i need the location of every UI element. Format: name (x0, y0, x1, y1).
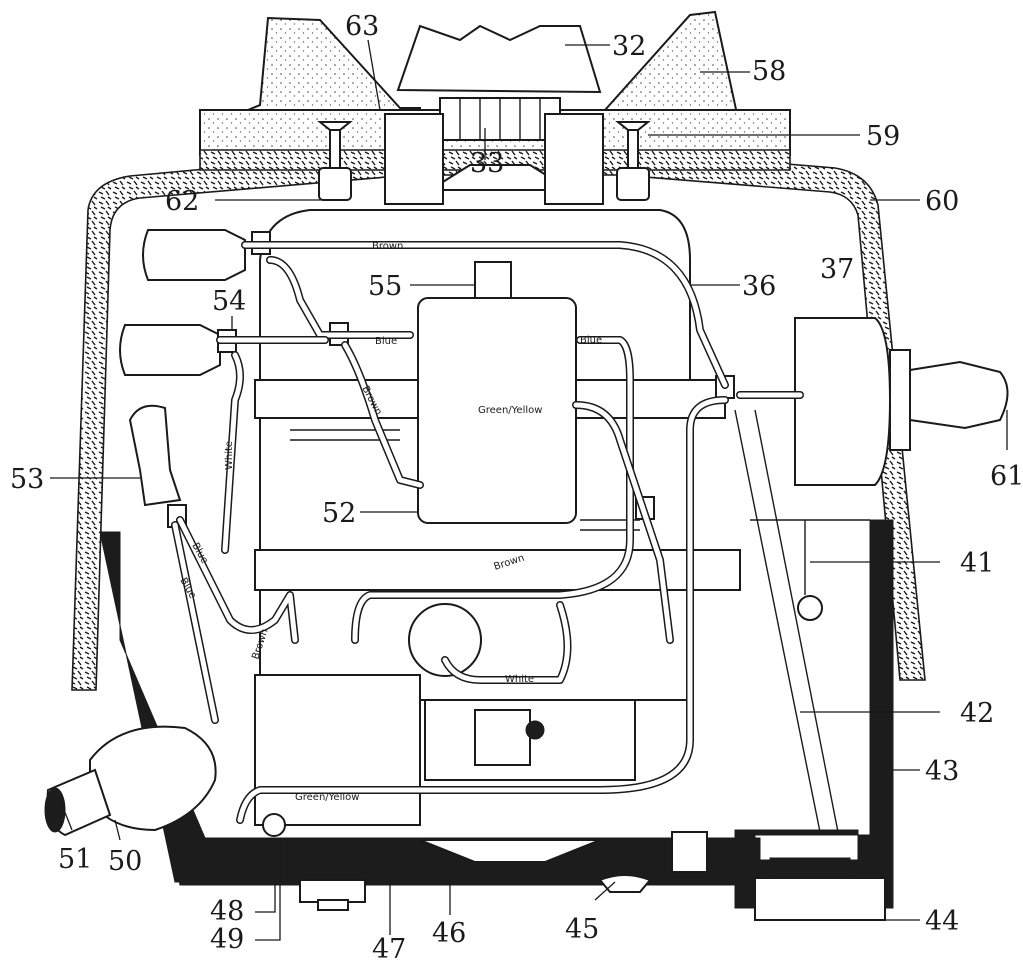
callout-54: 54 (212, 286, 246, 317)
callout-50: 50 (108, 846, 142, 877)
outer-housing (71, 149, 926, 691)
callout-55: 55 (368, 271, 402, 302)
capacitor-terminal (474, 261, 512, 299)
callout-62: 62 (165, 186, 199, 217)
wire-label-green-yellow-bottom: Green/Yellow (295, 792, 359, 803)
callout-51: 51 (58, 844, 92, 875)
lower-motor (254, 603, 636, 826)
wire-label-white-left: White (224, 441, 235, 470)
base (99, 531, 886, 921)
drive-coupling (396, 24, 602, 191)
callout-48: 48 (210, 896, 244, 927)
wire-label-green-yellow-box: Green/Yellow (478, 405, 542, 416)
left-boss (384, 113, 444, 205)
callout-43: 43 (925, 756, 959, 787)
wire-label-blue-53b: Blue (177, 576, 198, 601)
callout-52: 52 (322, 498, 356, 529)
callout-49: 49 (210, 924, 244, 955)
callout-47: 47 (372, 934, 406, 960)
callout-42: 42 (960, 698, 994, 729)
callout-61: 61 (990, 461, 1023, 492)
callout-45: 45 (565, 914, 599, 945)
right-boss (544, 113, 604, 205)
wiring (171, 241, 804, 824)
callout-32: 32 (612, 31, 646, 62)
callout-41: 41 (960, 548, 994, 579)
leader-lines (50, 39, 1008, 941)
callout-53: 53 (10, 464, 44, 495)
cord-strain-relief (44, 725, 217, 837)
callout-60: 60 (925, 186, 959, 217)
screw-right (615, 121, 651, 201)
wire-label-brown-top: Brown (372, 241, 403, 252)
callout-59: 59 (866, 121, 900, 152)
callout-44: 44 (925, 906, 959, 937)
callout-numbers: 63 32 58 59 33 62 60 55 36 37 54 61 53 5… (10, 11, 1023, 960)
wire-label-blue-left: Blue (375, 336, 397, 347)
callout-58: 58 (752, 56, 786, 87)
callout-46: 46 (432, 918, 466, 949)
callout-33: 33 (470, 148, 504, 179)
wire-label-blue-right: Blue (580, 335, 602, 346)
screw-left (317, 121, 353, 201)
switch-assembly (794, 317, 1009, 486)
callout-63: 63 (345, 11, 379, 42)
callout-36: 36 (742, 271, 776, 302)
wire-label-white-lower: White (505, 674, 534, 685)
callout-37: 37 (820, 254, 854, 285)
